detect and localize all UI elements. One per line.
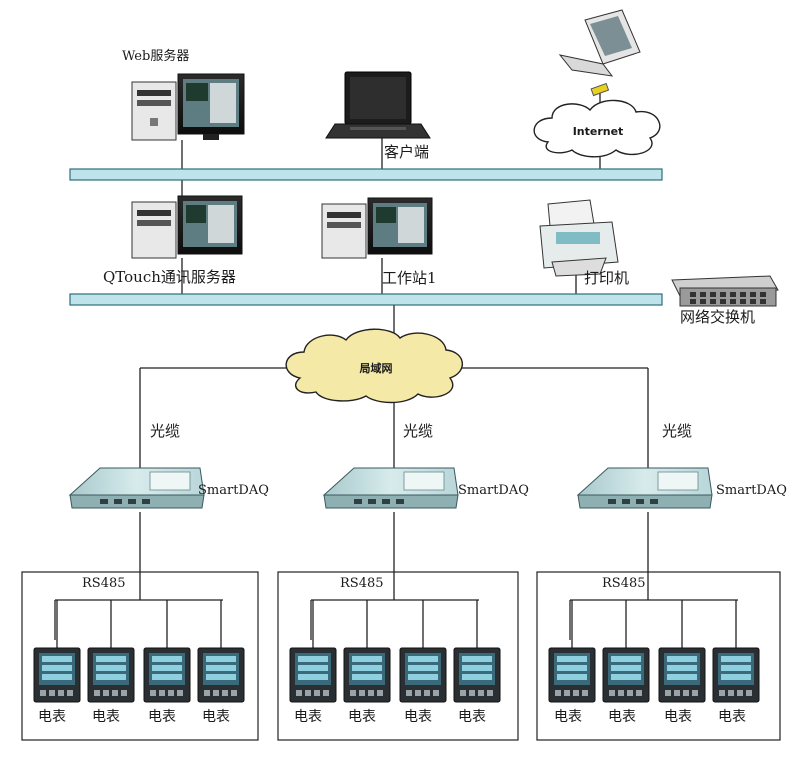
meter-zone <box>536 571 781 741</box>
meter-label: 电表 <box>664 709 692 725</box>
fiber-label: 光缆 <box>662 422 693 440</box>
meter-label: 电表 <box>38 709 66 725</box>
client-label: 客户端 <box>384 143 430 161</box>
remote-laptop-icon <box>558 9 641 97</box>
fiber-label: 光缆 <box>150 422 181 440</box>
comm-server-icon <box>131 195 243 259</box>
power-meter-icon <box>658 647 706 703</box>
meter-label: 电表 <box>608 709 636 725</box>
power-meter-icon <box>289 647 337 703</box>
connection-lines <box>139 92 649 600</box>
web-server-label: Web服务器 <box>122 49 190 64</box>
meter-label: 电表 <box>294 709 322 725</box>
comm-server-label: QTouch通讯服务器 <box>103 268 236 286</box>
lan-cloud-icon <box>285 328 463 404</box>
meter-label: 电表 <box>148 709 176 725</box>
internet-cloud-icon <box>533 99 661 158</box>
meter-label: 电表 <box>202 709 230 725</box>
power-meter-icon <box>548 647 596 703</box>
power-meter-icon <box>399 647 447 703</box>
upper-network-bus <box>69 168 663 181</box>
power-meter-icon <box>602 647 650 703</box>
smartdaq-device-icon <box>68 467 205 509</box>
smartdaq-label: SmartDAQ <box>716 483 787 498</box>
rs485-label: RS485 <box>82 576 126 591</box>
switch-label: 网络交换机 <box>680 308 756 326</box>
smartdaq-label: SmartDAQ <box>198 483 269 498</box>
printer-label: 打印机 <box>584 269 630 287</box>
power-meter-icon <box>197 647 245 703</box>
meter-label: 电表 <box>718 709 746 725</box>
fiber-label: 光缆 <box>403 422 434 440</box>
power-meter-icon <box>712 647 760 703</box>
power-meter-icon <box>33 647 81 703</box>
web-server-icon <box>131 73 245 141</box>
rs485-label: RS485 <box>602 576 646 591</box>
workstation-label: 工作站1 <box>382 269 437 287</box>
power-meter-icon <box>87 647 135 703</box>
power-meter-icon <box>143 647 191 703</box>
internet-label: Internet <box>573 125 624 138</box>
meter-zone <box>277 571 519 741</box>
power-meter-icon <box>343 647 391 703</box>
meter-label: 电表 <box>404 709 432 725</box>
lan-label: 局域网 <box>359 361 393 375</box>
smartdaq-label: SmartDAQ <box>458 483 529 498</box>
lower-network-bus <box>69 293 663 306</box>
meter-label: 电表 <box>554 709 582 725</box>
meter-label: 电表 <box>92 709 120 725</box>
rs485-label: RS485 <box>340 576 384 591</box>
smartdaq-device-icon <box>576 467 713 509</box>
meter-label: 电表 <box>348 709 376 725</box>
power-meter-icon <box>453 647 501 703</box>
printer-icon <box>539 199 619 277</box>
meter-label: 电表 <box>458 709 486 725</box>
workstation-icon <box>321 197 433 259</box>
network-switch-icon <box>671 275 779 307</box>
meter-zone <box>21 571 259 741</box>
client-laptop-icon <box>325 71 431 139</box>
smartdaq-device-icon <box>322 467 459 509</box>
